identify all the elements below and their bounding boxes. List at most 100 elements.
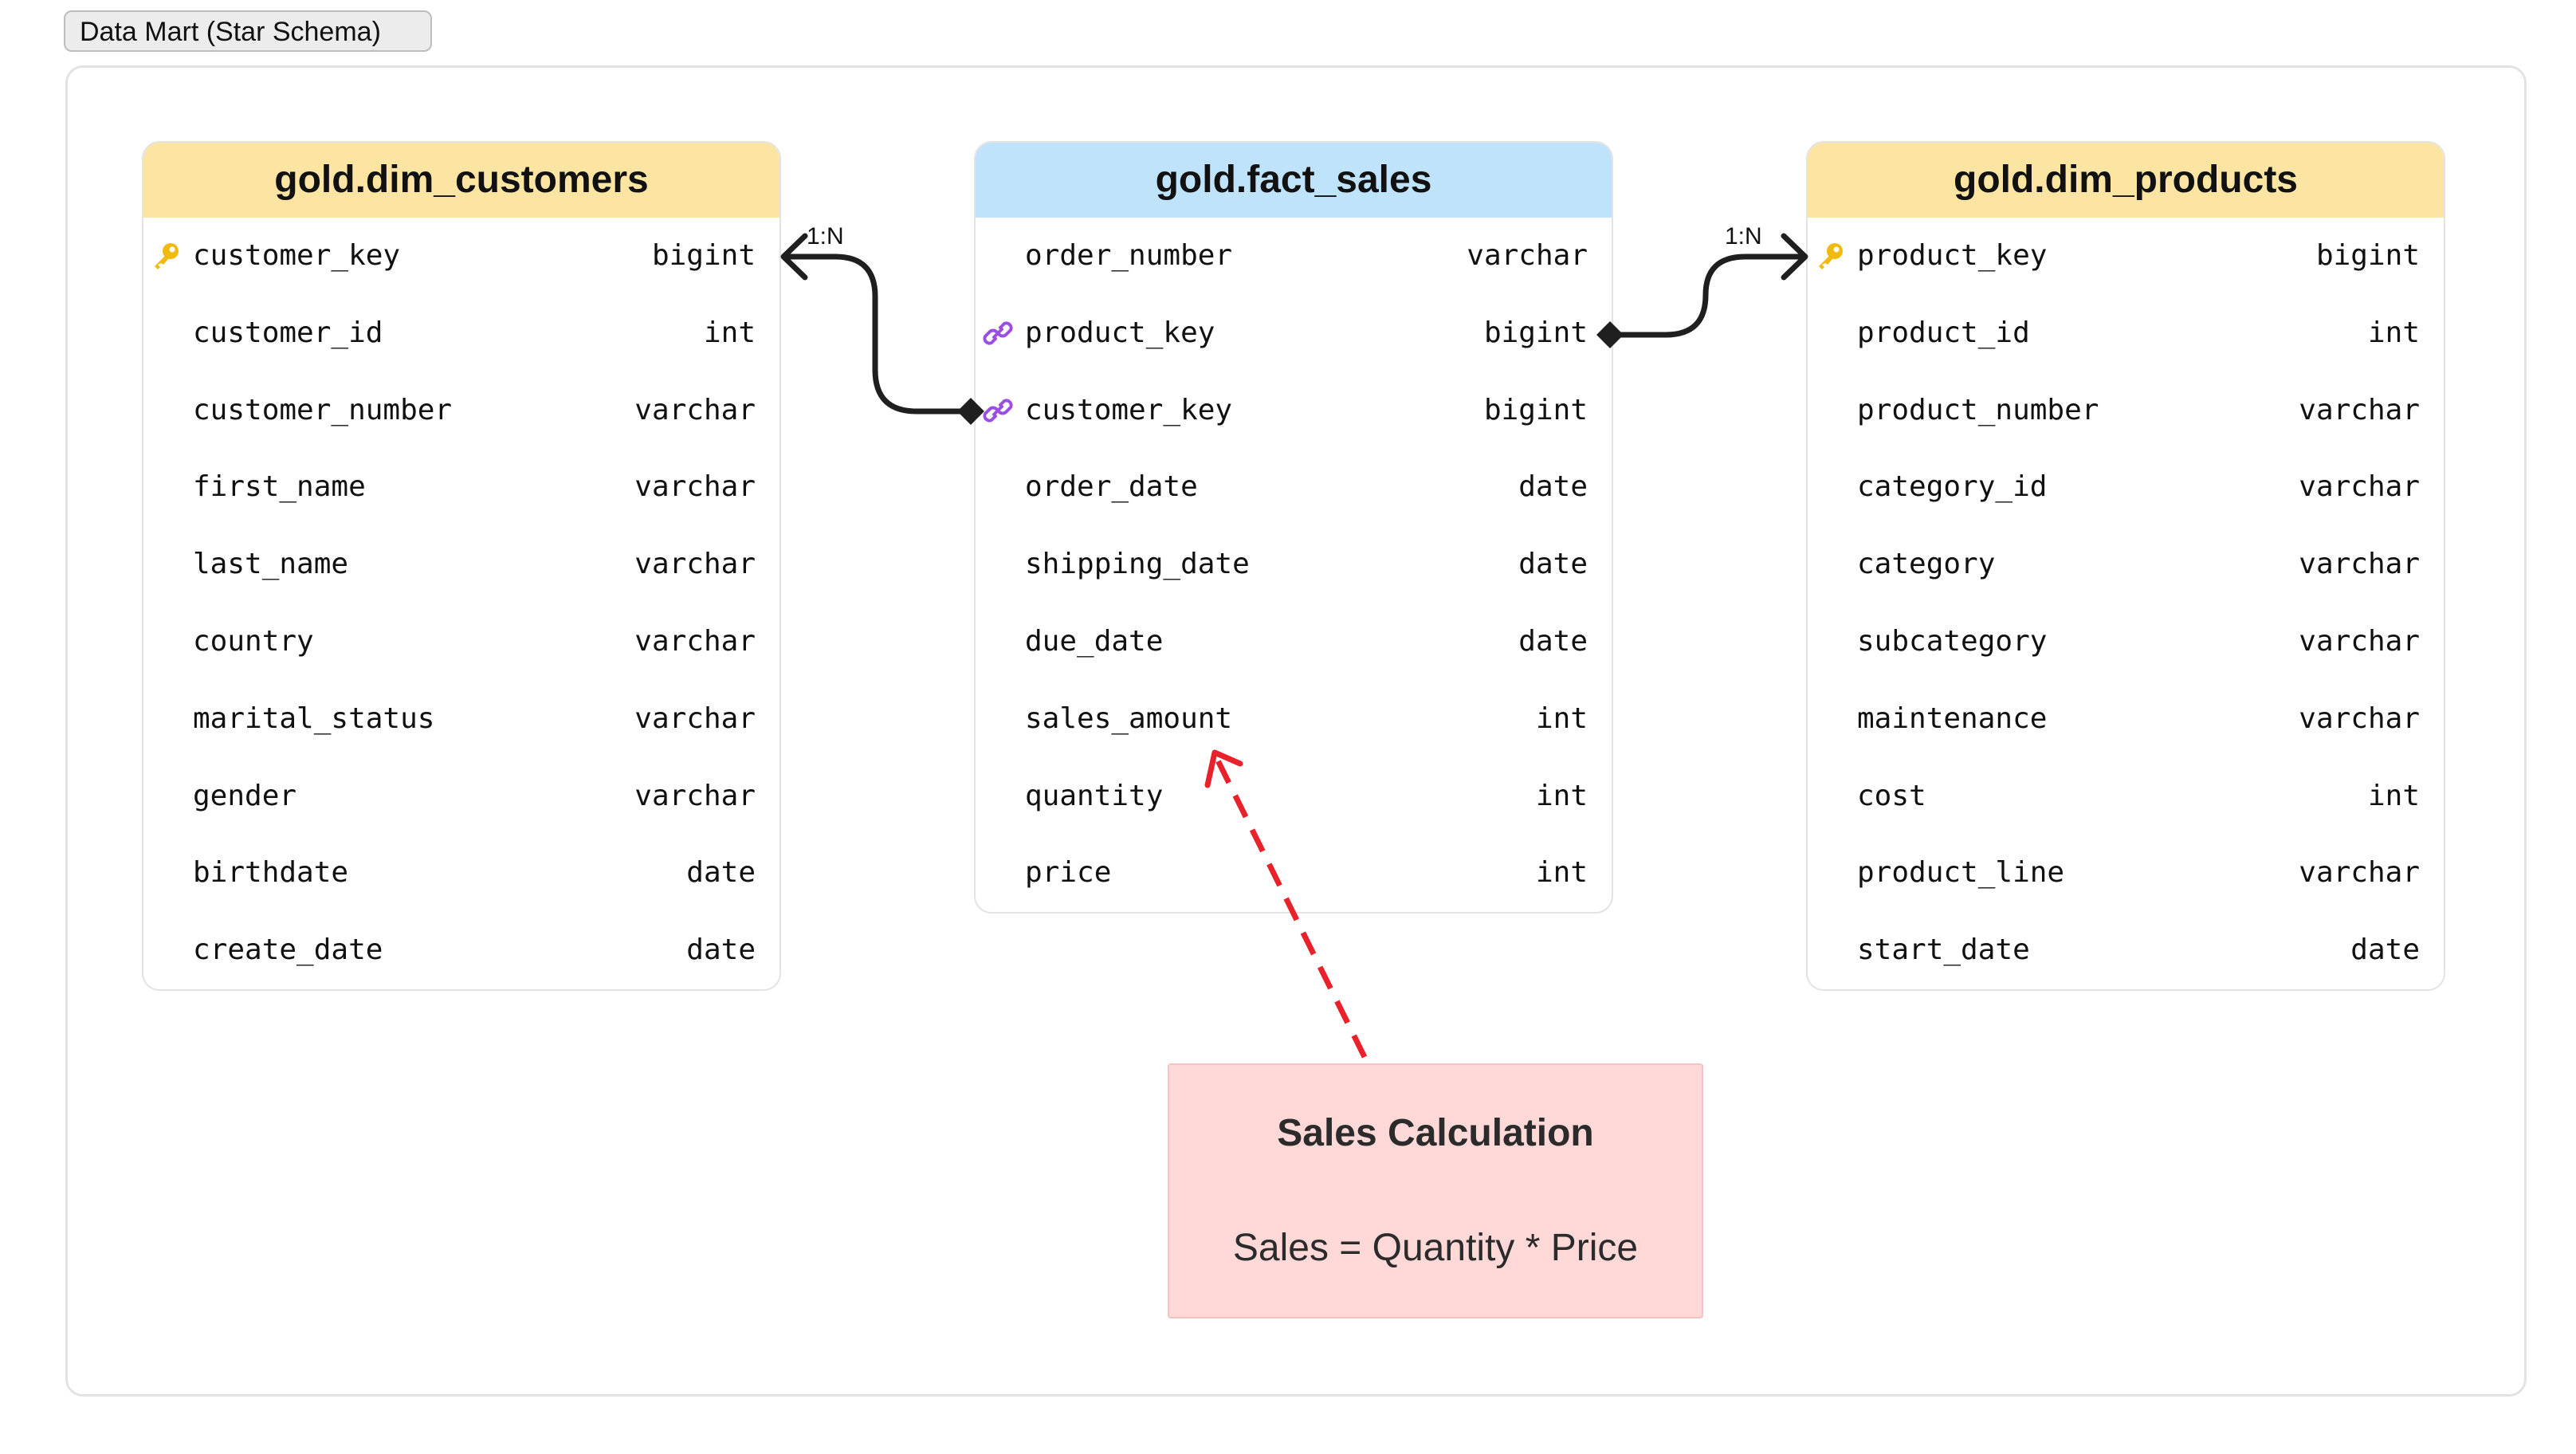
field-type: varchar [634,470,756,504]
frame-label[interactable]: Data Mart (Star Schema) [64,10,432,52]
field-type: date [686,933,756,967]
diamond-endpoint-products [1596,321,1624,348]
field-type: varchar [2299,548,2420,581]
field-name: product_key [1857,239,2048,272]
table-title: gold.dim_customers [143,143,779,218]
field-type: date [1518,470,1588,504]
table-row[interactable]: product_key bigint [976,295,1612,372]
table-row[interactable]: gender varchar [143,758,779,835]
field-name: due_date [1025,624,1164,658]
arrowhead-products [1781,233,1808,281]
field-name: customer_key [1025,393,1233,426]
table-row[interactable]: product_key bigint [1808,218,2444,295]
field-name: customer_id [193,316,383,349]
field-type: varchar [634,779,756,812]
field-name: product_id [1857,316,2030,349]
field-name: last_name [193,548,349,581]
key-icon [150,240,182,272]
sticky-note-sales-calculation[interactable]: Sales Calculation Sales = Quantity * Pri… [1168,1063,1703,1318]
link-icon [982,317,1014,349]
field-name: gender [193,779,297,812]
field-type: varchar [634,624,756,658]
field-type: date [2350,933,2420,967]
note-body: Sales = Quantity * Price [1232,1227,1639,1269]
field-type: varchar [634,548,756,581]
field-name: product_number [1857,393,2099,426]
field-type: varchar [2299,856,2420,890]
cardinality-label-products: 1:N [1725,223,1762,250]
field-type: bigint [1483,316,1588,349]
field-name: category_id [1857,470,2048,504]
field-type: int [1535,856,1588,890]
note-title: Sales Calculation [1277,1112,1594,1154]
field-name: subcategory [1857,624,2048,658]
field-type: int [2367,779,2420,812]
relation-line-customers[interactable] [785,253,971,415]
key-icon [1814,240,1846,272]
note-arrowhead [1204,749,1243,788]
field-type: date [1518,624,1588,658]
field-name: quantity [1025,779,1164,812]
field-type: int [1535,701,1588,735]
field-name: order_date [1025,470,1198,504]
field-name: category [1857,548,1996,581]
field-type: int [703,316,756,349]
field-type: bigint [2315,239,2420,272]
table-row[interactable]: subcategory varchar [1808,603,2444,681]
table-title: gold.fact_sales [976,143,1612,218]
field-type: varchar [2299,624,2420,658]
link-icon [982,395,1014,426]
field-type: varchar [2299,701,2420,735]
table-row[interactable]: category varchar [1808,526,2444,603]
table-row[interactable]: maintenance varchar [1808,681,2444,758]
cardinality-label-customers: 1:N [807,223,844,250]
arrowhead-customers [780,233,808,281]
table-row[interactable]: order_date date [976,449,1612,526]
table-row[interactable]: due_date date [976,603,1612,681]
field-type: varchar [2299,393,2420,426]
table-row[interactable]: product_number varchar [1808,372,2444,450]
table-row[interactable]: last_name varchar [143,526,779,603]
field-name: product_key [1025,316,1215,349]
field-name: start_date [1857,933,2030,967]
table-row[interactable]: price int [976,835,1612,912]
field-type: bigint [651,239,756,272]
field-name: marital_status [193,701,435,735]
field-name: customer_key [193,239,401,272]
table-row[interactable]: create_date date [143,912,779,989]
field-name: maintenance [1857,701,2048,735]
field-name: create_date [193,933,383,967]
table-row[interactable]: customer_key bigint [143,218,779,295]
field-name: birthdate [193,856,349,890]
table-row[interactable]: customer_id int [143,295,779,372]
diamond-endpoint-customers [957,398,984,425]
relation-line-products[interactable] [1610,253,1804,338]
field-type: varchar [634,393,756,426]
field-type: int [2367,316,2420,349]
field-name: price [1025,856,1112,890]
table-row[interactable]: product_id int [1808,295,2444,372]
table-row[interactable]: cost int [1808,758,2444,835]
note-arrow-line[interactable] [1215,759,1368,1059]
table-row[interactable]: start_date date [1808,912,2444,989]
field-name: cost [1857,779,1926,812]
field-name: shipping_date [1025,548,1250,581]
